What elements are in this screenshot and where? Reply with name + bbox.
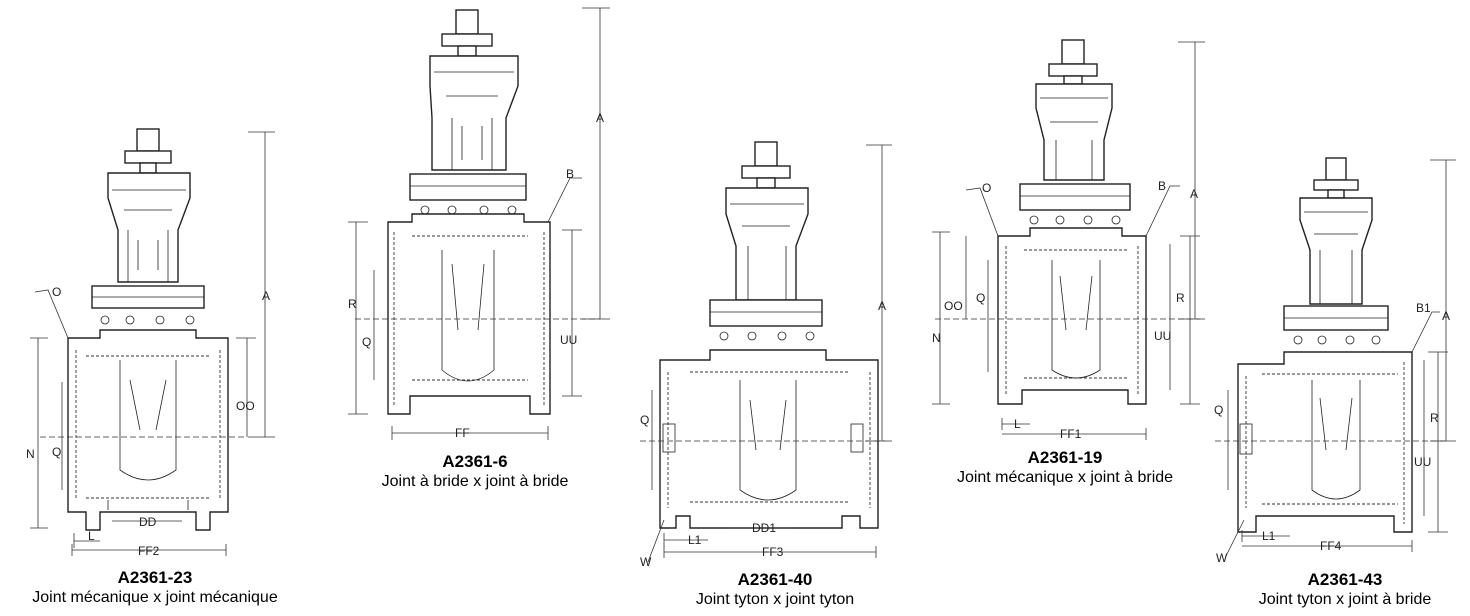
dim-label-o: O	[982, 181, 991, 195]
dim-label-o: O	[52, 285, 61, 299]
model-number: A2361-6	[442, 452, 508, 471]
dim-label-n: N	[26, 447, 35, 461]
model-description: Joint mécanique x joint mécanique	[32, 589, 278, 606]
dim-label-a: A	[1190, 187, 1198, 201]
caption-a2361-19: A2361-19 Joint mécanique x joint à bride	[920, 448, 1210, 488]
caption-a2361-40: A2361-40 Joint tyton x joint tyton	[640, 570, 910, 610]
caption-a2361-6: A2361-6 Joint à bride x joint à bride	[330, 452, 620, 492]
dim-label-q: Q	[52, 445, 61, 459]
dim-label-b: B1	[1416, 301, 1431, 315]
dim-label-ff: FF	[455, 426, 470, 440]
dim-label-b: B	[1158, 179, 1166, 193]
dim-label-n: N	[932, 331, 941, 345]
dim-label-uu: UU	[1414, 455, 1431, 469]
dim-label-l: L1	[1262, 529, 1276, 543]
dim-label-q: Q	[1214, 403, 1223, 417]
dim-label-w: W	[1216, 551, 1228, 565]
model-number: A2361-19	[1027, 448, 1103, 467]
dim-label-a: A	[262, 289, 270, 303]
model-description: Joint à bride x joint à bride	[381, 473, 569, 490]
valve-drawing-a2361-19: A B O N OO Q R UU L FF1	[932, 39, 1205, 441]
dim-label-r: R	[348, 297, 357, 311]
valve-drawing-a2361-43: A B1 Q R UU L1 FF4 W	[1214, 157, 1456, 565]
dim-label-oo: OO	[236, 399, 255, 413]
model-number: A2361-40	[737, 570, 813, 589]
dim-label-oo: OO	[944, 299, 963, 313]
dim-label-q: Q	[976, 291, 985, 305]
model-description: Joint mécanique x joint à bride	[956, 469, 1174, 486]
dim-label-l: L1	[688, 533, 702, 547]
dim-label-r: R	[1430, 411, 1439, 425]
dim-label-b: B	[566, 167, 574, 181]
dim-label-l: L	[1014, 417, 1021, 431]
valve-drawing-a2361-6: A B R Q UU FF	[348, 7, 610, 440]
dim-label-uu: UU	[1154, 329, 1171, 343]
dim-label-ff: FF2	[138, 544, 160, 558]
caption-a2361-43: A2361-43 Joint tyton x joint à bride	[1220, 570, 1470, 610]
valve-drawing-a2361-23: A OO N Q O DD L FF2	[26, 128, 275, 558]
dim-label-ff: FF4	[1320, 539, 1342, 553]
dim-label-a: A	[878, 299, 886, 313]
dim-label-q: Q	[640, 413, 649, 427]
dim-label-uu: UU	[560, 333, 577, 347]
dim-label-a: A	[1442, 309, 1450, 323]
dim-label-w: W	[640, 555, 652, 569]
model-description: Joint tyton x joint à bride	[1258, 591, 1432, 608]
valve-drawing-a2361-40: A Q DD1 L1 FF3 W	[640, 141, 892, 569]
dim-label-a: A	[596, 111, 604, 125]
dim-label-q: Q	[362, 335, 371, 349]
dim-label-ff: FF3	[762, 545, 784, 559]
model-description: Joint tyton x joint tyton	[695, 591, 855, 608]
dim-label-dd: DD	[139, 515, 157, 529]
dim-label-l: L	[88, 529, 95, 543]
caption-a2361-23: A2361-23 Joint mécanique x joint mécaniq…	[0, 568, 310, 608]
dim-label-dd: DD1	[752, 521, 776, 535]
model-number: A2361-43	[1307, 570, 1383, 589]
dim-label-ff: FF1	[1060, 427, 1082, 441]
model-number: A2361-23	[117, 568, 193, 587]
dim-label-r: R	[1176, 291, 1185, 305]
